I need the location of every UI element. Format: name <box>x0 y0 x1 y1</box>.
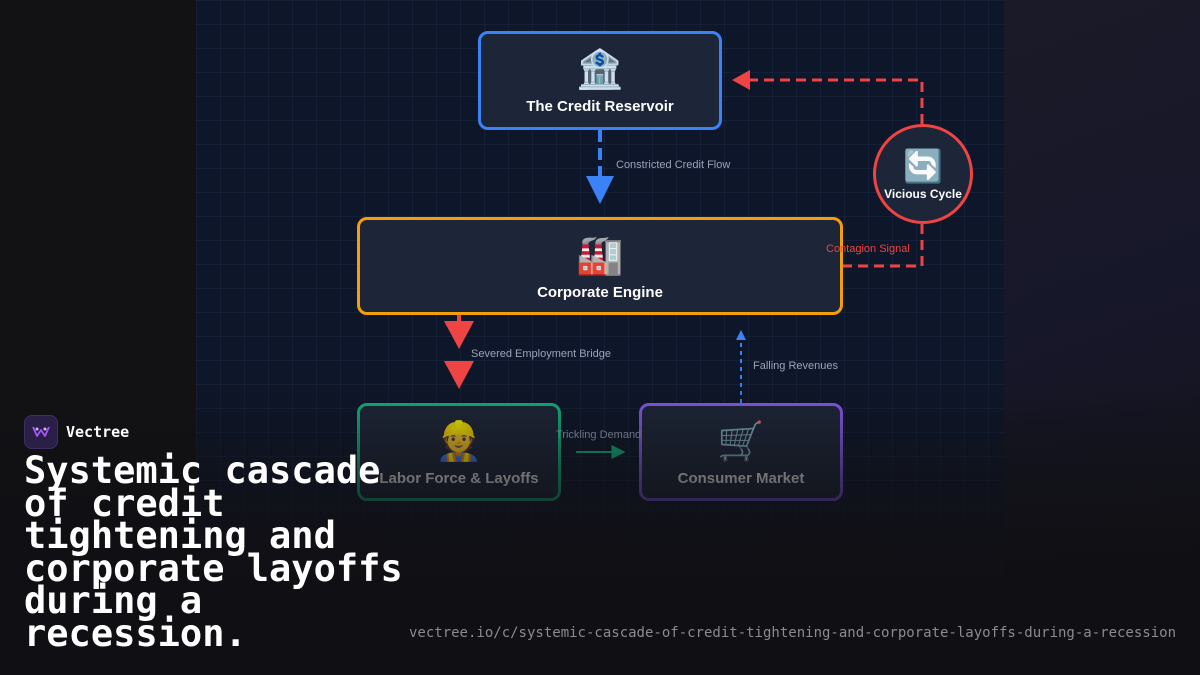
edge-label-credit-flow: Constricted Credit Flow <box>616 159 731 171</box>
node-corporate-engine[interactable]: 🏭 Corporate Engine <box>357 217 843 315</box>
edge-label-revenues: Falling Revenues <box>753 360 838 372</box>
edge-employment <box>444 315 474 389</box>
edge-contagion-loop <box>732 70 924 268</box>
worker-icon: 👷 <box>435 418 483 463</box>
right-background <box>1004 0 1200 675</box>
vectree-logo-icon <box>24 415 58 449</box>
node-credit-reservoir[interactable]: 🏦 The Credit Reservoir <box>478 31 722 130</box>
node-label: Vicious Cycle <box>884 187 962 201</box>
node-consumer-market[interactable]: 🛒 Consumer Market <box>639 403 843 501</box>
factory-icon: 🏭 <box>576 232 624 277</box>
shopping-cart-icon: 🛒 <box>717 418 765 463</box>
edge-credit-flow <box>586 130 614 204</box>
cycle-arrows-icon: 🔄 <box>903 147 943 185</box>
node-label: Consumer Market <box>677 469 805 487</box>
edge-revenues <box>736 330 746 403</box>
diagram-edges <box>444 70 924 459</box>
edge-label-employment: Severed Employment Bridge <box>471 348 612 360</box>
node-label: Corporate Engine <box>537 283 663 301</box>
page-url[interactable]: vectree.io/c/systemic-cascade-of-credit-… <box>408 625 1176 641</box>
edge-label-demand: Trickling Demand <box>556 429 642 441</box>
node-vicious-cycle[interactable]: 🔄 Vicious Cycle <box>873 124 973 224</box>
brand[interactable]: Vectree <box>24 415 129 449</box>
node-label: The Credit Reservoir <box>526 98 674 115</box>
bank-icon: 🏦 <box>576 47 624 91</box>
page-title: Systemic cascade of credit tightening an… <box>24 449 403 655</box>
edge-label-contagion: Contagion Signal <box>826 243 910 255</box>
brand-name: Vectree <box>66 423 130 441</box>
